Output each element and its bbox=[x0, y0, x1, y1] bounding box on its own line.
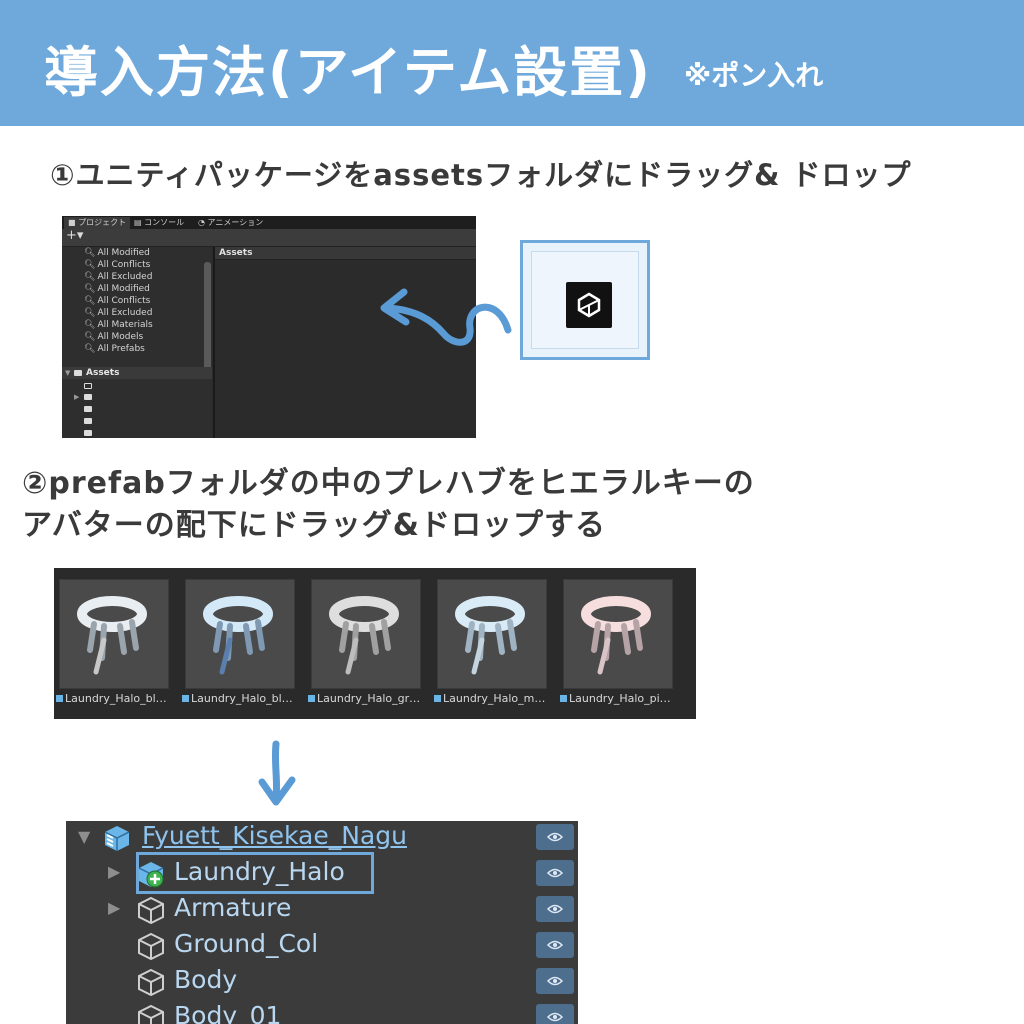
expand-triangle-icon[interactable]: ▼ bbox=[65, 369, 71, 377]
hierarchy-row-root[interactable]: ▼ Fyuett_Kisekae_Nagu bbox=[66, 821, 578, 857]
expand-triangle-icon[interactable]: ▼ bbox=[78, 827, 91, 846]
drag-arrow-down-icon bbox=[258, 740, 296, 806]
halo-preview-icon bbox=[329, 596, 399, 675]
assets-folder-row[interactable]: ▼ Assets bbox=[62, 367, 212, 379]
gameobject-cube-icon bbox=[138, 1004, 164, 1024]
gameobject-cube-icon bbox=[138, 968, 164, 997]
prefab-label[interactable]: Laundry_Halo_m… bbox=[434, 692, 545, 705]
hierarchy-row-ground-col[interactable]: Ground_Col bbox=[66, 929, 578, 965]
prefab-cube-icon bbox=[104, 826, 130, 851]
halo-preview-icon bbox=[203, 596, 273, 675]
prefab-icon bbox=[182, 695, 189, 702]
halo-preview-icon bbox=[77, 596, 147, 675]
eye-icon bbox=[547, 976, 563, 986]
gameobject-cube-icon bbox=[138, 896, 164, 925]
expand-triangle-icon[interactable]: ▶ bbox=[74, 393, 80, 401]
assets-breadcrumb: Assets bbox=[215, 247, 476, 260]
prefab-label[interactable]: Laundry_Halo_pi… bbox=[560, 692, 671, 705]
search-icon: 🔍︎ bbox=[84, 308, 96, 318]
visibility-toggle-button[interactable] bbox=[536, 932, 574, 958]
expand-triangle-icon[interactable]: ▶ bbox=[108, 862, 121, 881]
visibility-toggle-button[interactable] bbox=[536, 968, 574, 994]
favorite-item[interactable]: 🔍︎All Excluded bbox=[84, 272, 153, 282]
prefab-thumbnail[interactable] bbox=[563, 579, 673, 689]
folder-icon[interactable] bbox=[84, 394, 92, 400]
visibility-toggle-button[interactable] bbox=[536, 1004, 574, 1024]
step-1-instruction: ①ユニティパッケージをassetsフォルダにドラッグ& ドロップ bbox=[50, 158, 912, 192]
folder-icon: ■ bbox=[68, 218, 76, 227]
search-icon: 🔍︎ bbox=[84, 296, 96, 306]
search-icon: 🔍︎ bbox=[84, 248, 96, 258]
prefab-thumbnail[interactable] bbox=[437, 579, 547, 689]
tab-animation[interactable]: ◔ アニメーション bbox=[198, 218, 264, 227]
header-banner: 導入方法(アイテム設置) ※ポン入れ bbox=[0, 0, 1024, 126]
highlight-selection-box bbox=[136, 852, 374, 894]
prefab-thumbnail[interactable] bbox=[185, 579, 295, 689]
project-tab-bar: ■ プロジェクト ▤ コンソール ◔ アニメーション bbox=[62, 216, 476, 229]
eye-icon bbox=[547, 832, 563, 842]
console-icon: ▤ bbox=[134, 218, 142, 227]
folder-icon[interactable] bbox=[84, 418, 92, 424]
eye-icon bbox=[547, 868, 563, 878]
visibility-toggle-button[interactable] bbox=[536, 896, 574, 922]
search-icon: 🔍︎ bbox=[84, 332, 96, 342]
halo-preview-icon bbox=[581, 596, 651, 675]
visibility-toggle-button[interactable] bbox=[536, 824, 574, 850]
step-2-instruction-line-1: ②prefabフォルダの中のプレハブをヒエラルキーの bbox=[22, 466, 755, 501]
pane-divider[interactable] bbox=[213, 247, 215, 438]
visibility-toggle-button[interactable] bbox=[536, 860, 574, 886]
eye-icon bbox=[547, 904, 563, 914]
page-title-note: ※ポン入れ bbox=[684, 59, 824, 92]
favorite-item[interactable]: 🔍︎All Materials bbox=[84, 320, 153, 330]
search-icon: 🔍︎ bbox=[84, 284, 96, 294]
favorite-item[interactable]: 🔍︎All Conflicts bbox=[84, 260, 151, 270]
unity-logo-icon bbox=[566, 282, 612, 328]
prefab-thumbnail[interactable] bbox=[311, 579, 421, 689]
prefab-icon bbox=[434, 695, 441, 702]
search-icon: 🔍︎ bbox=[84, 320, 96, 330]
prefab-label[interactable]: Laundry_Halo_gr… bbox=[308, 692, 420, 705]
prefab-icon bbox=[560, 695, 567, 702]
add-button[interactable]: +▾ bbox=[66, 228, 84, 243]
prefab-label[interactable]: Laundry_Halo_bl… bbox=[182, 692, 293, 705]
folder-icon[interactable] bbox=[84, 406, 92, 412]
hierarchy-row-body[interactable]: Body bbox=[66, 965, 578, 1001]
hierarchy-row-body-01[interactable]: Body_01 bbox=[66, 1001, 578, 1024]
prefab-icon bbox=[56, 695, 63, 702]
gameobject-cube-icon bbox=[138, 932, 164, 961]
folder-icon[interactable] bbox=[84, 430, 92, 436]
prefab-label[interactable]: Laundry_Halo_bl… bbox=[56, 692, 167, 705]
prefab-thumbnail[interactable] bbox=[59, 579, 169, 689]
unity-package-file[interactable] bbox=[520, 240, 650, 360]
expand-triangle-icon[interactable]: ▶ bbox=[108, 898, 121, 917]
favorites-scrollbar[interactable] bbox=[204, 262, 211, 376]
project-toolbar bbox=[62, 229, 476, 247]
favorite-item[interactable]: 🔍︎All Excluded bbox=[84, 308, 153, 318]
folder-icon[interactable] bbox=[84, 383, 92, 389]
hierarchy-row-armature[interactable]: ▶ Armature bbox=[66, 893, 578, 929]
drag-arrow-icon bbox=[380, 288, 512, 346]
folder-icon bbox=[74, 370, 82, 376]
search-icon: 🔍︎ bbox=[84, 272, 96, 282]
hierarchy-row-laundry-halo[interactable]: ▶ Laundry_Halo bbox=[66, 857, 578, 893]
eye-icon bbox=[547, 940, 563, 950]
page-title: 導入方法(アイテム設置) bbox=[44, 41, 652, 104]
favorite-item[interactable]: 🔍︎All Prefabs bbox=[84, 344, 145, 354]
tab-console[interactable]: ▤ コンソール bbox=[134, 218, 185, 227]
halo-preview-icon bbox=[455, 596, 525, 675]
step-2-instruction-line-2: アバターの配下にドラッグ&ドロップする bbox=[22, 508, 606, 543]
prefab-icon bbox=[308, 695, 315, 702]
favorite-item[interactable]: 🔍︎All Conflicts bbox=[84, 296, 151, 306]
animation-icon: ◔ bbox=[198, 218, 205, 227]
unity-project-panel: ■ プロジェクト ▤ コンソール ◔ アニメーション +▾ 🔍︎All Modi… bbox=[62, 216, 476, 438]
favorite-item[interactable]: 🔍︎All Modified bbox=[84, 248, 150, 258]
prefab-thumbnail-strip: Laundry_Halo_bl… Laundry_Halo_bl… Laundr… bbox=[54, 568, 696, 719]
eye-icon bbox=[547, 1012, 563, 1022]
prefab-added-icon bbox=[138, 862, 164, 888]
favorite-item[interactable]: 🔍︎All Modified bbox=[84, 284, 150, 294]
search-icon: 🔍︎ bbox=[84, 344, 96, 354]
tab-project[interactable]: ■ プロジェクト bbox=[64, 217, 131, 229]
favorite-item[interactable]: 🔍︎All Models bbox=[84, 332, 144, 342]
search-icon: 🔍︎ bbox=[84, 260, 96, 270]
